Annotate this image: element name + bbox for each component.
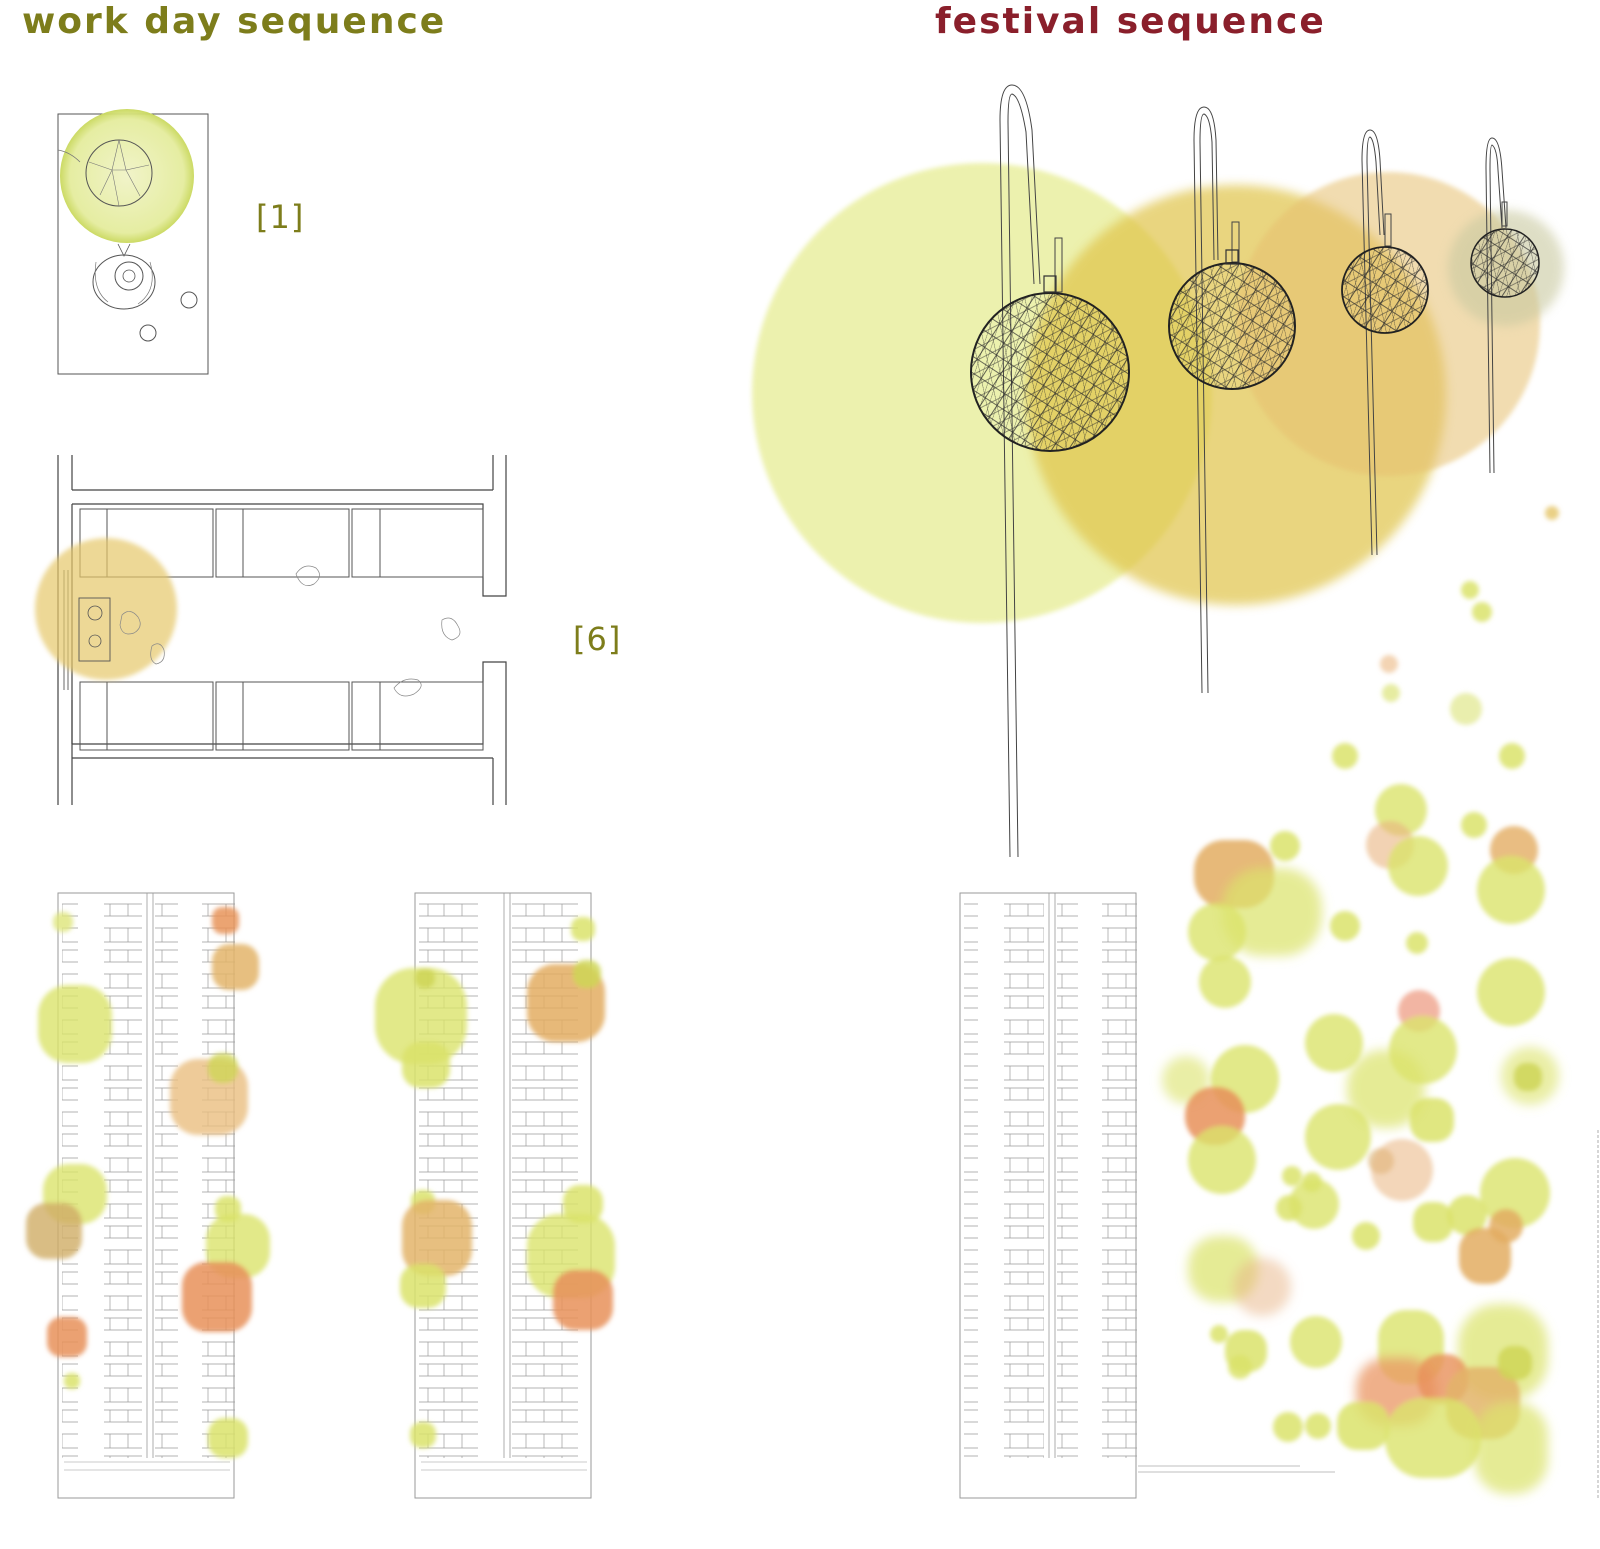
plan-1-person-icon (92, 243, 156, 310)
section-1-light-blobs (26, 907, 270, 1458)
plan-6-cup-icon (88, 634, 102, 648)
festival-floating-lights (1162, 506, 1559, 1494)
section-2-light-blobs (375, 917, 615, 1448)
plan-6-lower-benches (79, 681, 484, 751)
plan-1 (57, 109, 209, 375)
plan-1-lamp-icon (57, 139, 153, 207)
plan-6-person-icon (119, 611, 141, 635)
plan-6-label: [6] (573, 620, 622, 658)
lamp-sphere-tiny (1470, 228, 1540, 298)
plan-6-table-icon (78, 597, 111, 662)
plan-1-label: [1] (256, 198, 305, 236)
building-section-3 (959, 892, 1335, 1499)
plan-1-stool-icon (139, 324, 157, 342)
lamp-sphere-medium (1168, 249, 1296, 390)
plan-6-person-icon (441, 617, 461, 641)
festival-lamps (752, 84, 1564, 858)
plan-6-lamp-icon (87, 605, 103, 621)
plan-6-lamp-glow (35, 538, 177, 680)
plan-1-stool-icon (180, 291, 198, 309)
plan-1-lamp-glow (60, 109, 194, 243)
plan-6-person-icon (393, 678, 422, 697)
festival-title: festival sequence (935, 1, 1326, 42)
plan-6 (35, 455, 507, 805)
plan-6-person-icon (295, 565, 320, 586)
lamp-sphere-small (1341, 246, 1429, 334)
plan-6-person-icon (150, 643, 165, 665)
lamp-sphere-large (970, 275, 1130, 452)
work-day-title: work day sequence (22, 1, 447, 42)
lamp-poles (999, 84, 1508, 858)
